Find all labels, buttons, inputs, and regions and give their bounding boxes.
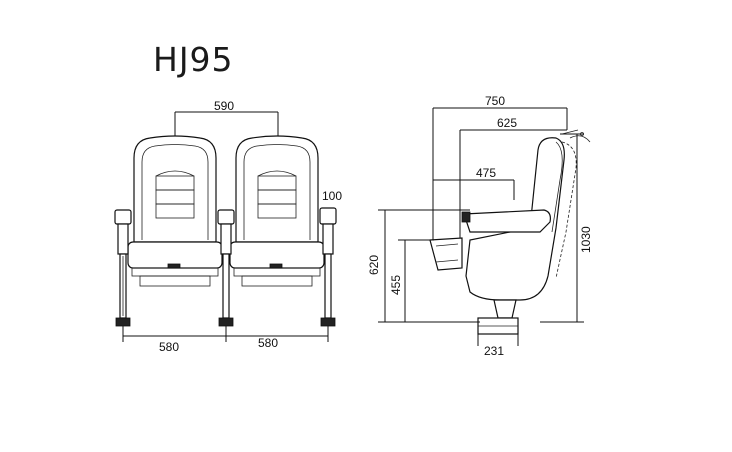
side-view	[378, 107, 591, 346]
dim-line-armrest-height	[378, 209, 480, 323]
dim-line-seat-widths	[122, 326, 329, 342]
label-backrest-depth: 625	[497, 116, 518, 130]
side-armrest	[461, 209, 551, 233]
label-base-width: 231	[484, 344, 505, 358]
dim-line-seat-spacing	[174, 111, 279, 138]
label-armrest-width: 100	[322, 189, 343, 203]
label-seat-height: 455	[389, 274, 403, 295]
side-backrest	[465, 137, 577, 301]
label-overall-depth: 750	[485, 94, 506, 108]
label-armrest-depth: 475	[476, 166, 497, 180]
label-seat-width-right: 580	[258, 336, 279, 350]
dim-line-overall-height	[540, 133, 584, 323]
label-seat-width-left: 580	[159, 340, 180, 354]
side-seat	[429, 237, 463, 271]
label-seat-spacing: 590	[214, 99, 235, 113]
dim-line-seat-height	[398, 239, 434, 322]
dim-line-backrest-depth	[459, 129, 567, 240]
left-armrest-leg	[114, 209, 132, 327]
dim-line-base-width	[477, 334, 519, 346]
right-seat	[229, 135, 325, 287]
label-overall-height: 1030	[579, 226, 593, 253]
front-view	[114, 111, 337, 342]
recline-angle-icon	[561, 129, 591, 143]
dim-line-overall-depth	[432, 107, 568, 240]
dim-line-armrest-depth	[433, 179, 515, 200]
middle-armrest-leg	[217, 209, 235, 327]
right-armrest-leg	[319, 207, 337, 327]
label-armrest-height: 620	[367, 254, 381, 275]
model-title: HJ95	[153, 40, 234, 79]
side-pedestal	[477, 299, 519, 335]
left-seat	[127, 135, 223, 287]
